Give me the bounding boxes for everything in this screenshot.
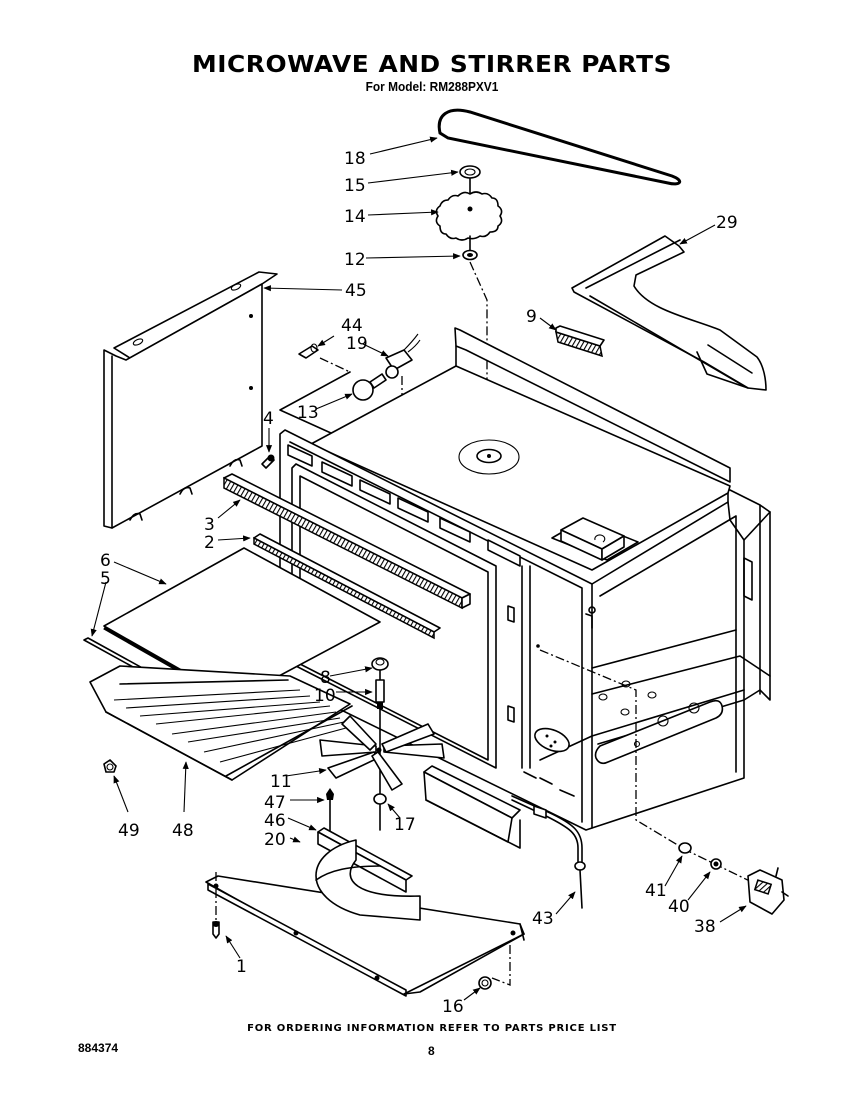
callout-4: 4 <box>263 409 274 429</box>
clip-part-49 <box>103 759 117 773</box>
callout-43: 43 <box>532 909 554 929</box>
front-trim-strip-part-2 <box>253 533 441 640</box>
callout-13: 13 <box>297 403 319 423</box>
nut-part-41 <box>678 842 692 854</box>
lamp-bulb-part-13 <box>352 373 387 401</box>
callout-44: 44 <box>341 316 363 336</box>
lamp-clip-part-44 <box>298 343 319 359</box>
gasket-strip-part-3 <box>223 473 471 610</box>
callout-16: 16 <box>442 997 464 1017</box>
callout-1: 1 <box>236 957 247 977</box>
callout-8: 8 <box>320 668 331 688</box>
model-subtitle: For Model: RM288PXV1 <box>365 80 499 94</box>
callout-10: 10 <box>314 686 336 706</box>
page-title: MICROWAVE AND STIRRER PARTS <box>191 52 673 78</box>
filter-block-part-9 <box>555 325 605 358</box>
grille-part-48 <box>89 665 353 781</box>
stirrer-shaft-part-10 <box>375 679 385 709</box>
callout-20: 20 <box>264 830 286 850</box>
callout-40: 40 <box>668 897 690 917</box>
callout-6: 6 <box>100 551 111 571</box>
callout-3: 3 <box>204 515 215 535</box>
stirrer-pulley-part-14 <box>435 177 503 253</box>
callout-29: 29 <box>716 213 738 233</box>
callout-11: 11 <box>270 772 292 792</box>
callout-2: 2 <box>204 533 215 553</box>
callout-41: 41 <box>645 881 667 901</box>
terminal-block-part-38 <box>747 867 789 915</box>
side-panel-part-45 <box>103 271 278 529</box>
page-number: 8 <box>428 1044 435 1058</box>
nut-axis-line <box>491 945 511 986</box>
duct-channel <box>423 765 521 849</box>
callout-12: 12 <box>344 250 366 270</box>
callout-17: 17 <box>394 815 416 835</box>
sensor-probe-part-43 <box>511 795 586 909</box>
washer-part-12 <box>462 249 478 261</box>
stirrer-blade-part-11 <box>319 715 445 791</box>
callout-45: 45 <box>345 281 367 301</box>
callout-19: 19 <box>346 334 368 354</box>
drive-belt-part-18 <box>437 108 682 186</box>
screw-part-1 <box>212 921 220 939</box>
bearing-nut-part-8 <box>371 657 389 671</box>
retainer-ring-part-15 <box>459 165 481 179</box>
callout-38: 38 <box>694 917 716 937</box>
document-number: 884374 <box>78 1041 119 1055</box>
lamp-mount-outline <box>319 357 351 373</box>
cabinet-body <box>279 327 771 831</box>
screw-part-4 <box>261 454 275 469</box>
callout-46: 46 <box>264 811 286 831</box>
callout-labels: 18 15 14 12 29 9 45 44 19 13 4 3 2 6 5 8… <box>100 149 738 1017</box>
callout-47: 47 <box>264 793 286 813</box>
air-duct-part-29 <box>571 235 767 391</box>
ordering-info-note: FOR ORDERING INFORMATION REFER TO PARTS … <box>247 1023 617 1034</box>
callout-5: 5 <box>100 569 111 589</box>
callout-14: 14 <box>344 207 366 227</box>
washer-part-40 <box>710 858 722 870</box>
callout-15: 15 <box>344 176 366 196</box>
lamp-socket-part-19 <box>385 333 421 379</box>
nut-part-17 <box>373 793 387 805</box>
bottom-cover-part-20 <box>205 839 525 997</box>
nut-part-16 <box>478 976 492 990</box>
callout-9: 9 <box>526 307 537 327</box>
callout-49: 49 <box>118 821 140 841</box>
callout-18: 18 <box>344 149 366 169</box>
leader-lines <box>90 136 747 1001</box>
callout-48: 48 <box>172 821 194 841</box>
